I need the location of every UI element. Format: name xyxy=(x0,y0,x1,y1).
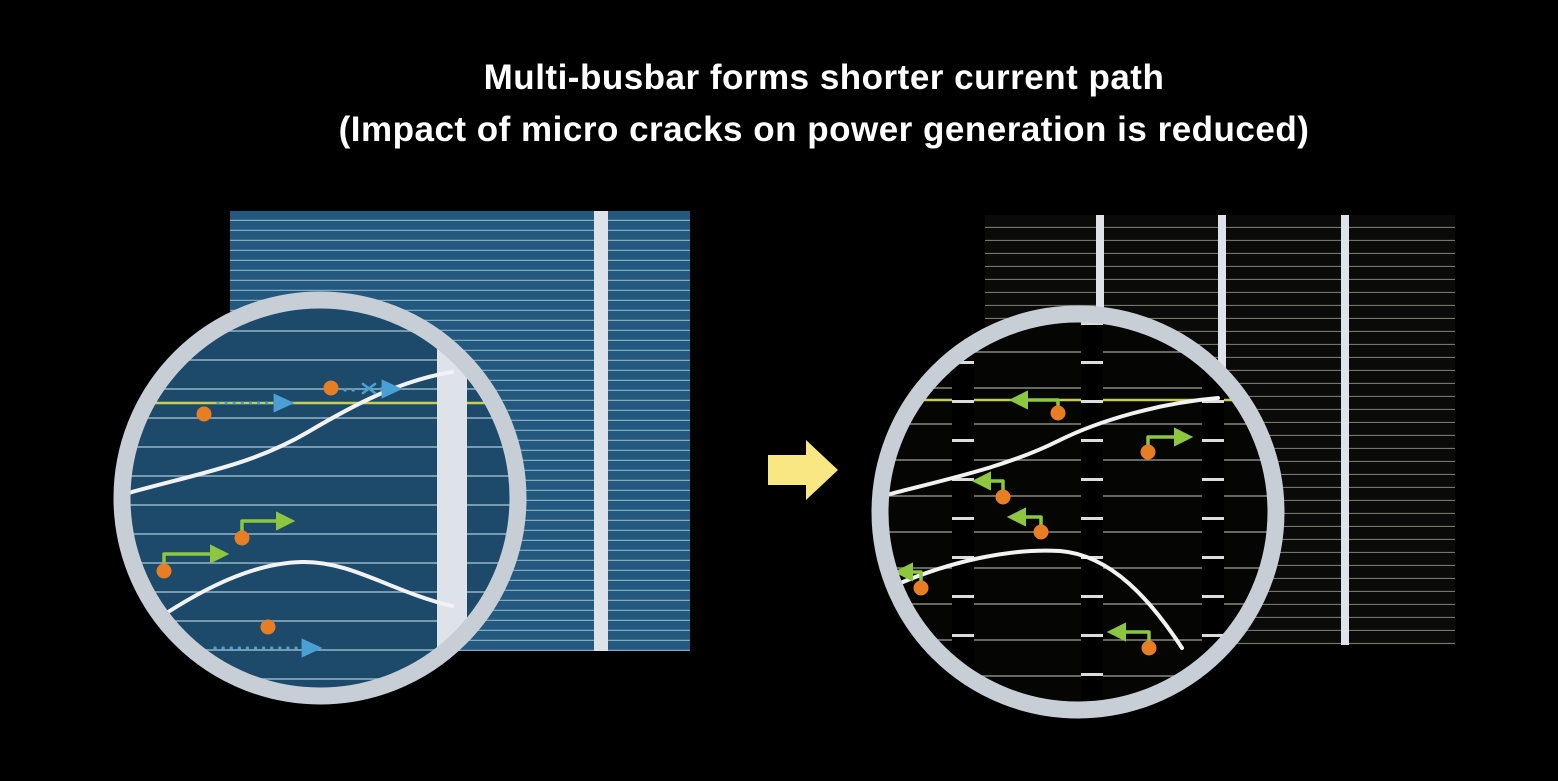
micro-cracks-right xyxy=(888,396,1220,650)
electron-dot xyxy=(1050,405,1066,421)
electrons-right xyxy=(913,405,1157,656)
short-path-arrow xyxy=(1008,390,1060,410)
magnifier-ring xyxy=(113,291,527,705)
electron-dot xyxy=(1033,524,1049,540)
electron-dot xyxy=(260,619,276,635)
zoom-busbar-segmented xyxy=(952,322,1224,702)
electron-dot xyxy=(1141,640,1157,656)
short-path-arrow xyxy=(240,511,296,532)
crack-line xyxy=(896,548,1184,650)
short-path-arrow xyxy=(893,562,923,583)
short-current-paths-left xyxy=(162,511,296,565)
blocked-path-x-icon xyxy=(361,382,377,395)
busbar xyxy=(1341,215,1349,645)
magnifier-multibusbar xyxy=(871,305,1285,719)
short-path-arrow xyxy=(1146,427,1194,447)
busbar-column xyxy=(1081,322,1103,702)
busbar-column xyxy=(1202,322,1224,702)
title-line-2: (Impact of micro cracks on power generat… xyxy=(338,110,1310,149)
short-path-arrow xyxy=(162,544,230,565)
magnifier-ring xyxy=(871,305,1285,719)
crack-line xyxy=(888,396,1220,496)
cell-conventional-busbars xyxy=(594,211,608,651)
electron-dot xyxy=(156,563,172,579)
right-block-arrow-icon xyxy=(768,440,838,500)
short-path-arrow xyxy=(971,471,1005,492)
transition-arrow-icon xyxy=(768,440,838,500)
short-path-arrow xyxy=(1006,507,1043,527)
electron-dot xyxy=(234,530,250,546)
electron-dot xyxy=(995,489,1011,505)
title-line-1: Multi-busbar forms shorter current path xyxy=(483,58,1165,97)
electron-dot xyxy=(913,580,929,596)
crack-line xyxy=(130,559,454,642)
long-current-paths xyxy=(213,379,403,658)
electron-dot xyxy=(196,406,212,422)
short-current-paths-right xyxy=(893,390,1194,643)
short-path-arrow xyxy=(1106,622,1151,643)
electrons-left xyxy=(156,380,339,635)
busbar-column xyxy=(952,322,974,702)
diagram-title: Multi-busbar forms shorter current path … xyxy=(90,52,1558,156)
busbar xyxy=(594,211,608,651)
electron-dot xyxy=(1140,444,1156,460)
electron-dot xyxy=(323,380,339,396)
magnifier-conventional xyxy=(113,291,527,705)
